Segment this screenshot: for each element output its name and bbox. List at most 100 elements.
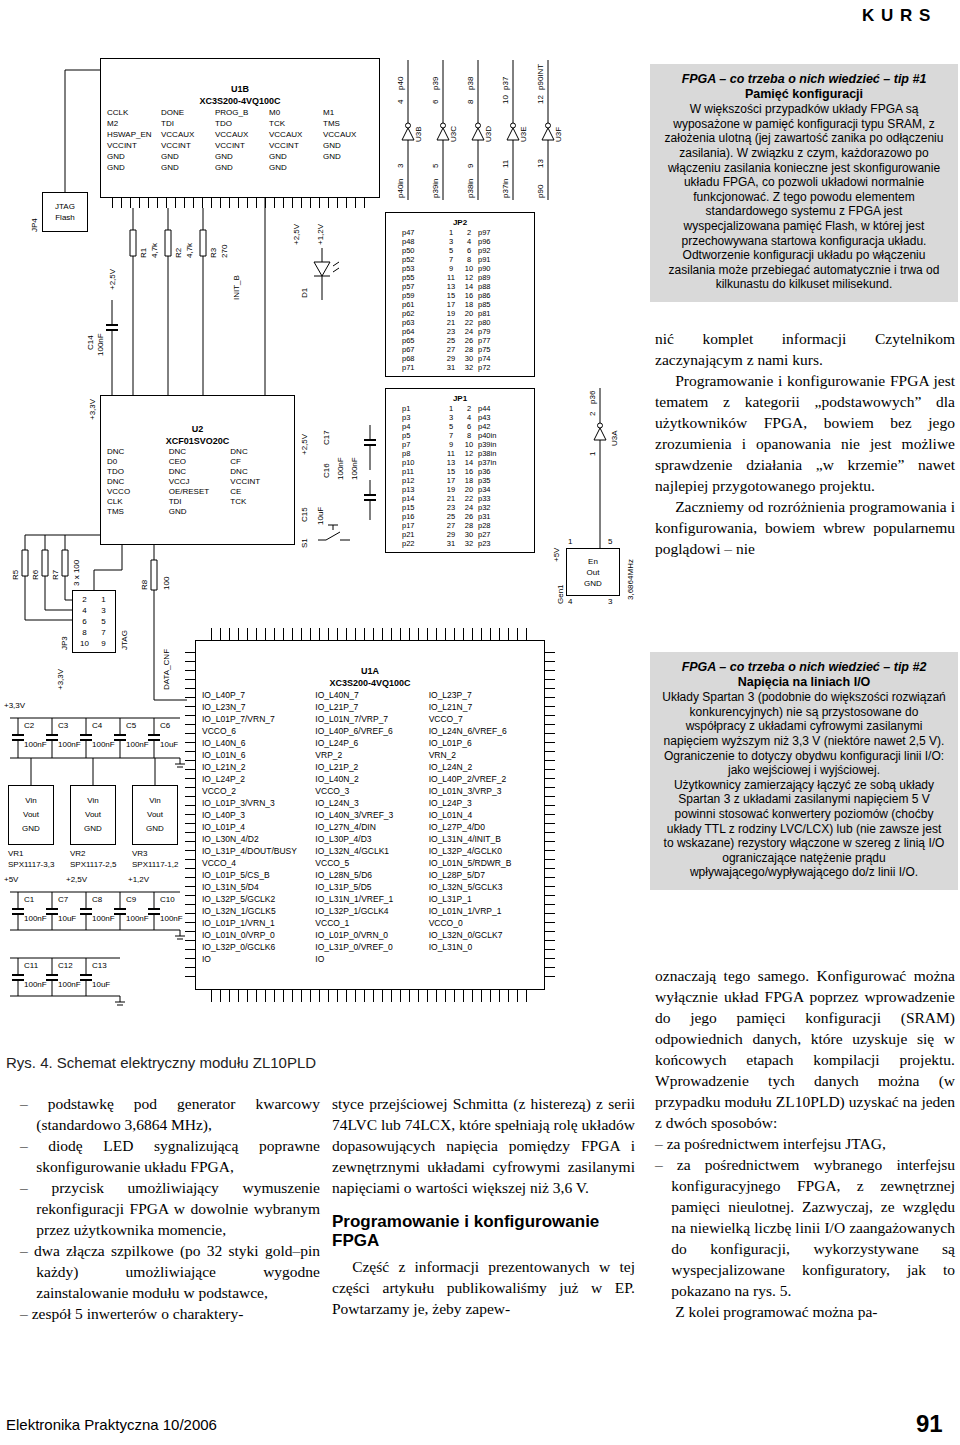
schematic-label: C10 [160, 896, 175, 904]
pin-name: 11 [442, 449, 460, 458]
schematic-label: p90INT [536, 64, 545, 90]
pin-name: p3 [402, 413, 442, 422]
schematic-label: p90 [536, 185, 545, 198]
pin-name: Vout [85, 808, 101, 822]
pin-name: IO_L40P_2/VREF_2 [429, 773, 538, 785]
schematic-label: p37 [501, 77, 510, 90]
pin-name: IO_L01N_5/RDWR_B [429, 857, 538, 869]
pin-name: 3 [94, 605, 113, 616]
pin-name: 13 [442, 458, 460, 467]
schematic-label: DATA_CNF [162, 649, 171, 690]
schematic-label: 100nF [126, 741, 149, 749]
schematic-label: +2,5V [300, 434, 309, 455]
pin-name: Flash [55, 212, 75, 223]
pin-name: IO_L24P_2 [202, 773, 311, 785]
pin-name: IO_L23P_7 [429, 689, 538, 701]
pin-name: 7 [94, 627, 113, 638]
schematic-label: 100nF [58, 981, 81, 989]
schematic-label: 100nF [24, 915, 47, 923]
pin-name: IO_L01N_7/VRP_7 [315, 713, 424, 725]
pin-name: 1 [442, 228, 460, 237]
pin-name: p89 [478, 273, 518, 282]
pin-name: OE/RESET [169, 487, 227, 497]
pin-name: 17 [442, 300, 460, 309]
wire [265, 198, 266, 395]
pin-name: p39in [478, 440, 518, 449]
pin-name: IO_L40P_6/VREF_6 [315, 725, 424, 737]
pin-name: p38in [478, 449, 518, 458]
pin-name: 24 [460, 327, 478, 336]
schematic-label: U3D [484, 126, 493, 142]
pin-name: p71 [402, 363, 442, 372]
body-text: – za pośrednictwem wybranego interfejsu … [655, 1154, 955, 1301]
body-text: Z kolei programować można pa- [655, 1301, 955, 1322]
schematic-label: p37in [501, 178, 510, 198]
pin-name: 19 [442, 309, 460, 318]
schematic-label: VR2 [70, 850, 86, 858]
pin-name: M2 [107, 118, 157, 129]
pin-name: 9 [442, 264, 460, 273]
pin-name: IO_L01N_3/VRP_3 [429, 785, 538, 797]
pin-name: p62 [402, 309, 442, 318]
pin-name: IO_L23N_7 [202, 701, 311, 713]
pin-name: U1B [107, 83, 373, 95]
pin-name: p57 [402, 282, 442, 291]
pin-name: TMS [323, 118, 373, 129]
pin-name: IO_L32N_4/GCLK1 [315, 845, 424, 857]
pin-name: DNC [169, 447, 227, 457]
pin-name: IO_L01P_6 [429, 737, 538, 749]
pin-name: PROG_B [215, 107, 265, 118]
pin-name: VCCO_7 [429, 713, 538, 725]
pin-name: 30 [460, 530, 478, 539]
schematic-label: JP3 [60, 636, 69, 650]
pin-name: 31 [442, 363, 460, 372]
pin-name: U1A [202, 665, 538, 677]
schematic-label: +1,2V [128, 876, 149, 884]
pin-name: 27 [442, 345, 460, 354]
pin-name: IO_L01P_3/VRN_3 [202, 797, 311, 809]
pin-name: 8 [460, 431, 478, 440]
voltage-regulator: VinVoutGND [8, 785, 54, 845]
pin-name: 4 [460, 413, 478, 422]
pin-name: VCCAUX [161, 129, 211, 140]
pin-name: VCCO_1 [315, 917, 424, 929]
schematic-label: C6 [160, 722, 170, 730]
pin-name: 2 [75, 594, 94, 605]
pin-name: IO_L30N_4/D2 [202, 833, 311, 845]
schematic-label: +2,5V [66, 876, 87, 884]
pin-name: p12 [402, 476, 442, 485]
body-text: Zaczniemy od rozróżnienia programowania … [655, 496, 955, 559]
pin-name: 5 [442, 422, 460, 431]
pin-name: p55 [402, 273, 442, 282]
pin-name: 17 [442, 476, 460, 485]
schematic-label: SPX1117-3,3 [8, 861, 54, 869]
pin-name: 24 [460, 503, 478, 512]
pin-name: CF [230, 457, 288, 467]
schematic-label: C14 [86, 335, 95, 350]
pin-name: p10 [402, 458, 442, 467]
pin-name: 31 [442, 539, 460, 548]
pin-name: IO_L24P_6 [315, 737, 424, 749]
pin-name: IO_L01N_6 [202, 749, 311, 761]
schematic-label: S1 [300, 538, 309, 548]
pin-name: GND [323, 151, 373, 162]
pin-name: IO_L01P_1/VRN_1 [202, 917, 311, 929]
pin-name: p8 [402, 449, 442, 458]
pin-name: 5 [94, 616, 113, 627]
pin-name: p33 [478, 494, 518, 503]
schematic-label: 100nF [24, 981, 47, 989]
pin-name: IO_L24N_2 [429, 761, 538, 773]
schematic-label: 100nF [58, 741, 81, 749]
pin-name: p17 [402, 521, 442, 530]
pin-name: 5 [442, 246, 460, 255]
pin-name: p4 [402, 422, 442, 431]
schematic-label: U3C [449, 126, 458, 142]
pin-name: 8 [75, 627, 94, 638]
wire [10, 60, 600, 1005]
pin-name: IO_L31N_5/D4 [202, 881, 311, 893]
pin-name: IO_L21N_7 [429, 701, 538, 713]
fpga-chip: U1BXC3S200-4VQ100CCCLKDONEPROG_BM0M1M2TD… [100, 58, 380, 198]
pin-name: IO_L31P_5/D5 [315, 881, 424, 893]
pin-name: 29 [442, 354, 460, 363]
pin-name: IO_L01P_0/VRN_0 [315, 929, 424, 941]
